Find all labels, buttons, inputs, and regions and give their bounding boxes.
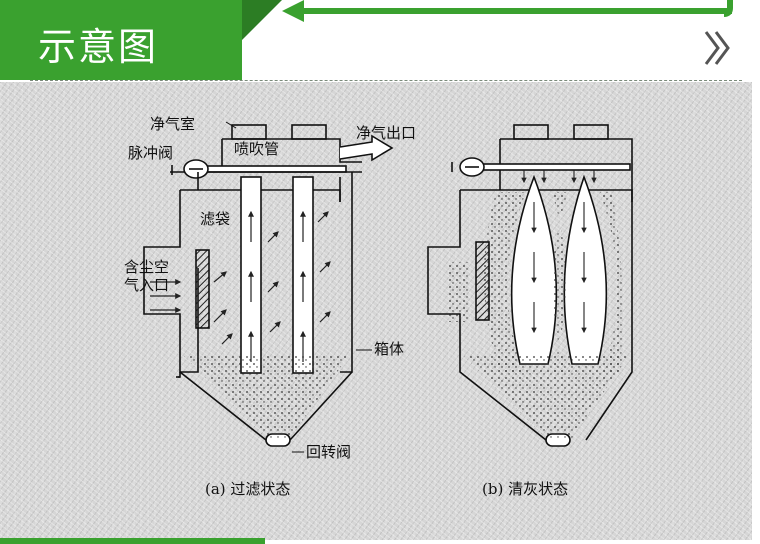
bottom-accent-bar <box>0 538 265 544</box>
blow-pipe <box>195 165 347 173</box>
label-clean-outlet: 净气出口 <box>356 124 416 142</box>
label-pulse-valve: 脉冲阀 <box>128 144 173 162</box>
double-chevron-right-icon[interactable] <box>702 28 734 68</box>
caption-b: (b) 清灰状态 <box>482 480 568 498</box>
label-housing: 箱体 <box>374 340 404 358</box>
diagram-panel: 净气室 喷吹管 净气出口 脉冲阀 滤袋 含尘空 气入口 箱体 回转阀 (a) 过… <box>0 82 752 540</box>
housing-b <box>427 189 633 441</box>
baghouse-diagram: 净气室 喷吹管 净气出口 脉冲阀 滤袋 含尘空 气入口 箱体 回转阀 (a) 过… <box>124 115 633 498</box>
title-tab: 示意图 <box>0 0 242 80</box>
label-blow-pipe: 喷吹管 <box>234 140 279 158</box>
hopper <box>179 371 353 441</box>
clean-air-outlet-arrow <box>339 134 394 162</box>
inlet-duct <box>143 190 199 373</box>
top-cap-right <box>291 124 327 140</box>
filtering-state-diagram <box>143 121 394 453</box>
label-rotary-valve: 回转阀 <box>306 443 351 461</box>
caption-a: (a) 过滤状态 <box>205 480 290 498</box>
inflated-bag-2 <box>563 174 608 365</box>
header-divider <box>30 80 742 81</box>
page-title: 示意图 <box>38 25 159 69</box>
top-cap-left <box>231 124 267 140</box>
label-filter-bag: 滤袋 <box>200 210 230 228</box>
back-arrow-icon[interactable] <box>282 0 742 22</box>
label-dusty-inlet-1: 含尘空 <box>124 258 169 276</box>
cleaning-state-diagram <box>427 124 633 447</box>
label-dusty-inlet-2: 气入口 <box>124 276 169 294</box>
title-tab-fold <box>242 0 282 40</box>
inlet-baffle <box>195 249 210 329</box>
label-clean-room: 净气室 <box>150 115 195 133</box>
